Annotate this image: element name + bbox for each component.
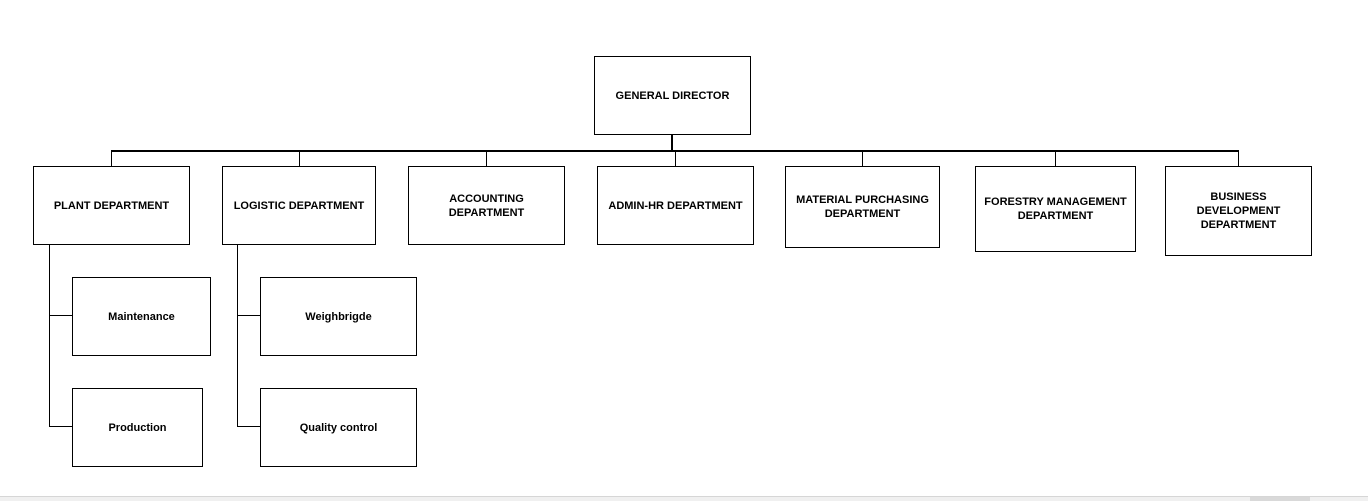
connector-weighbridge xyxy=(237,315,261,316)
connector-director-down xyxy=(671,134,673,151)
connector-plant-trunk xyxy=(49,244,50,427)
admin-hr-department-box: ADMIN-HR DEPARTMENT xyxy=(597,166,754,245)
connector-admin-hr xyxy=(675,151,676,167)
forestry-management-department-box: FORESTRY MANAGEMENT DEPARTMENT xyxy=(975,166,1136,252)
plant-department-box: PLANT DEPARTMENT xyxy=(33,166,190,245)
horizontal-scrollbar[interactable] xyxy=(0,496,1368,501)
business-development-department-box: BUSINESS DEVELOPMENT DEPARTMENT xyxy=(1165,166,1312,256)
connector-material-purchasing xyxy=(862,151,863,167)
connector-plant xyxy=(111,151,112,167)
production-box: Production xyxy=(72,388,203,467)
connector-accounting xyxy=(486,151,487,167)
material-purchasing-department-box: MATERIAL PURCHASING DEPARTMENT xyxy=(785,166,940,248)
accounting-department-box: ACCOUNTING DEPARTMENT xyxy=(408,166,565,245)
connector-quality-control xyxy=(237,426,261,427)
connector-forestry xyxy=(1055,151,1056,167)
logistic-department-box: LOGISTIC DEPARTMENT xyxy=(222,166,376,245)
connector-production xyxy=(49,426,73,427)
maintenance-box: Maintenance xyxy=(72,277,211,356)
connector-business-development xyxy=(1238,151,1239,167)
weighbridge-box: Weighbrigde xyxy=(260,277,417,356)
connector-logistic-trunk xyxy=(237,244,238,427)
quality-control-box: Quality control xyxy=(260,388,417,467)
connector-maintenance xyxy=(49,315,73,316)
general-director-box: GENERAL DIRECTOR xyxy=(594,56,751,135)
connector-logistic xyxy=(299,151,300,167)
scrollbar-thumb[interactable] xyxy=(1250,497,1310,501)
